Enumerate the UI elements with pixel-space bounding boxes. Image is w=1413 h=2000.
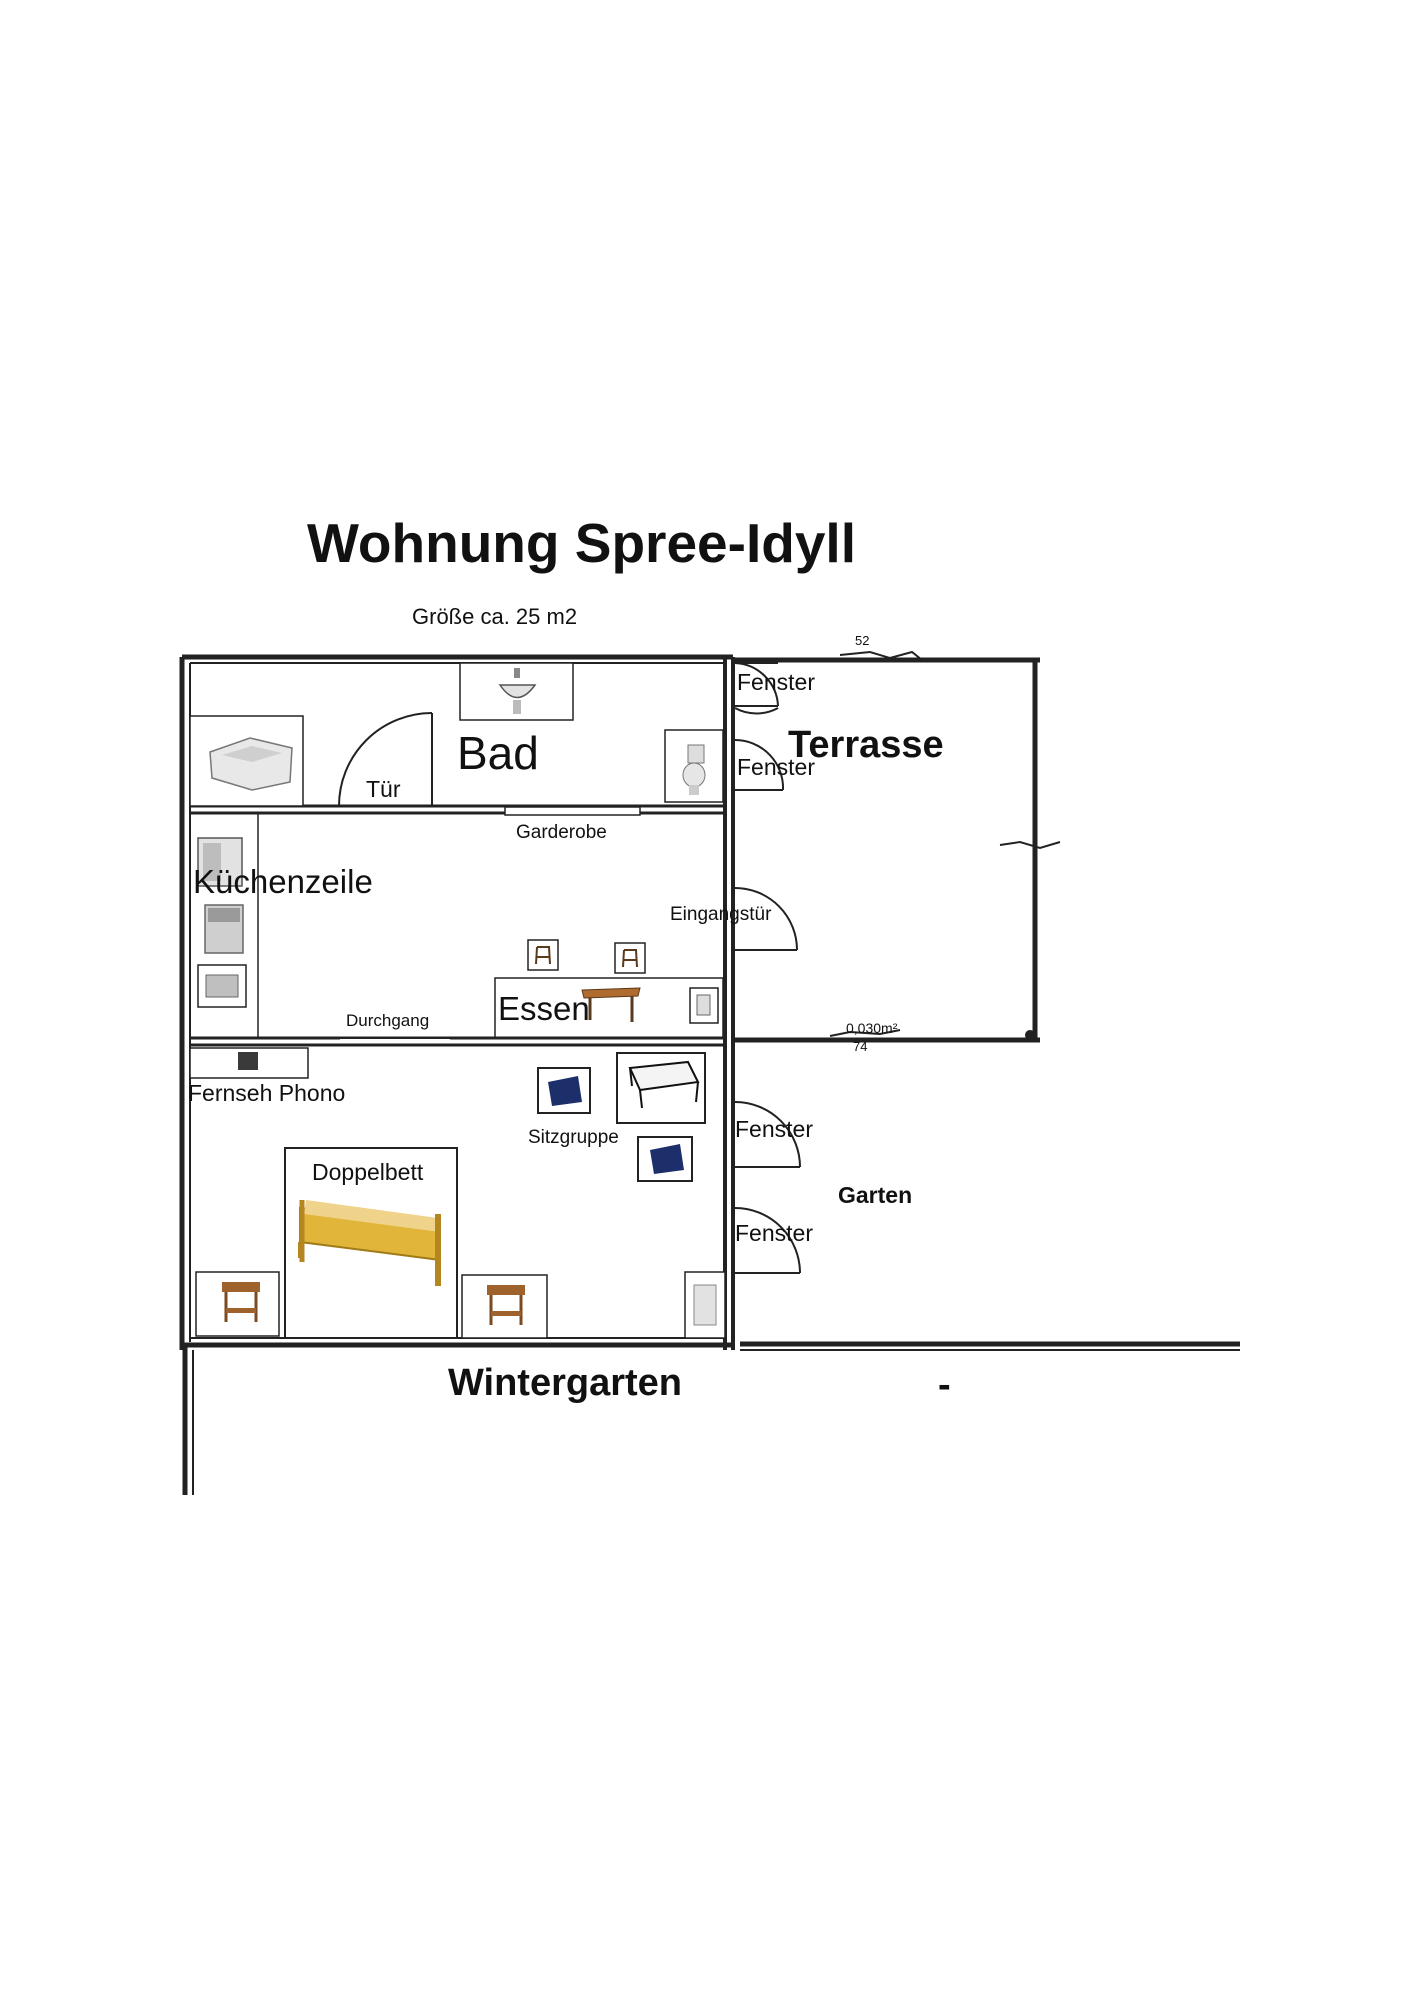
table-icon [581,987,641,1022]
tv-icon [189,1047,309,1079]
measurement-label: 74 [853,1039,868,1054]
room-essen: Essen [498,990,590,1027]
window-label: Fenster [737,754,815,780]
room-kuechenzeile: Küchenzeile [193,863,373,900]
chair-icon [527,939,559,971]
garderobe-label: Garderobe [516,822,607,843]
dining-area [494,977,724,1039]
room-bad: Bad [457,727,539,779]
tv-phono-label: Fernseh Phono [188,1080,346,1106]
armchair-icon [637,1136,693,1182]
measurement-label: 0,030m² [846,1020,898,1036]
nightstand-icon [195,1271,280,1337]
bed-icon [298,1200,441,1286]
window-label: Fenster [735,1116,813,1142]
measurement-marks [829,650,1061,1040]
size-label: Größe ca. 25 m2 [412,604,578,629]
seating-label: Sitzgruppe [528,1127,619,1148]
bathtub-icon [189,715,304,807]
cabinet-icon [689,987,719,1024]
measurement-label: 52 [855,633,870,648]
passage-label: Durchgang [346,1011,430,1030]
door-label: Tür [366,776,401,802]
dash-mark: - [938,1364,951,1406]
plan-title: Wohnung Spree-Idyll [307,512,856,574]
room-garten: Garten [838,1182,913,1208]
window-label: Fenster [735,1220,813,1246]
room-terrasse: Terrasse [788,724,944,766]
coffee-table-icon [616,1052,706,1124]
nightstand-icon [461,1274,548,1339]
doors [338,662,801,1274]
bed-area [284,1147,458,1339]
stove-icon [204,904,244,954]
fridge-icon [197,837,243,887]
sink-icon [459,662,574,721]
dishwasher-icon [197,964,247,1008]
entrance-door-label: Eingangstür [670,904,772,925]
window-label: Fenster [737,669,815,695]
chair-icon [614,942,646,974]
armchair-icon [537,1067,591,1114]
toilet-icon [664,729,724,803]
bed-label: Doppelbett [312,1159,424,1185]
room-wintergarten: Wintergarten [448,1362,683,1404]
cabinet-icon [684,1271,726,1339]
